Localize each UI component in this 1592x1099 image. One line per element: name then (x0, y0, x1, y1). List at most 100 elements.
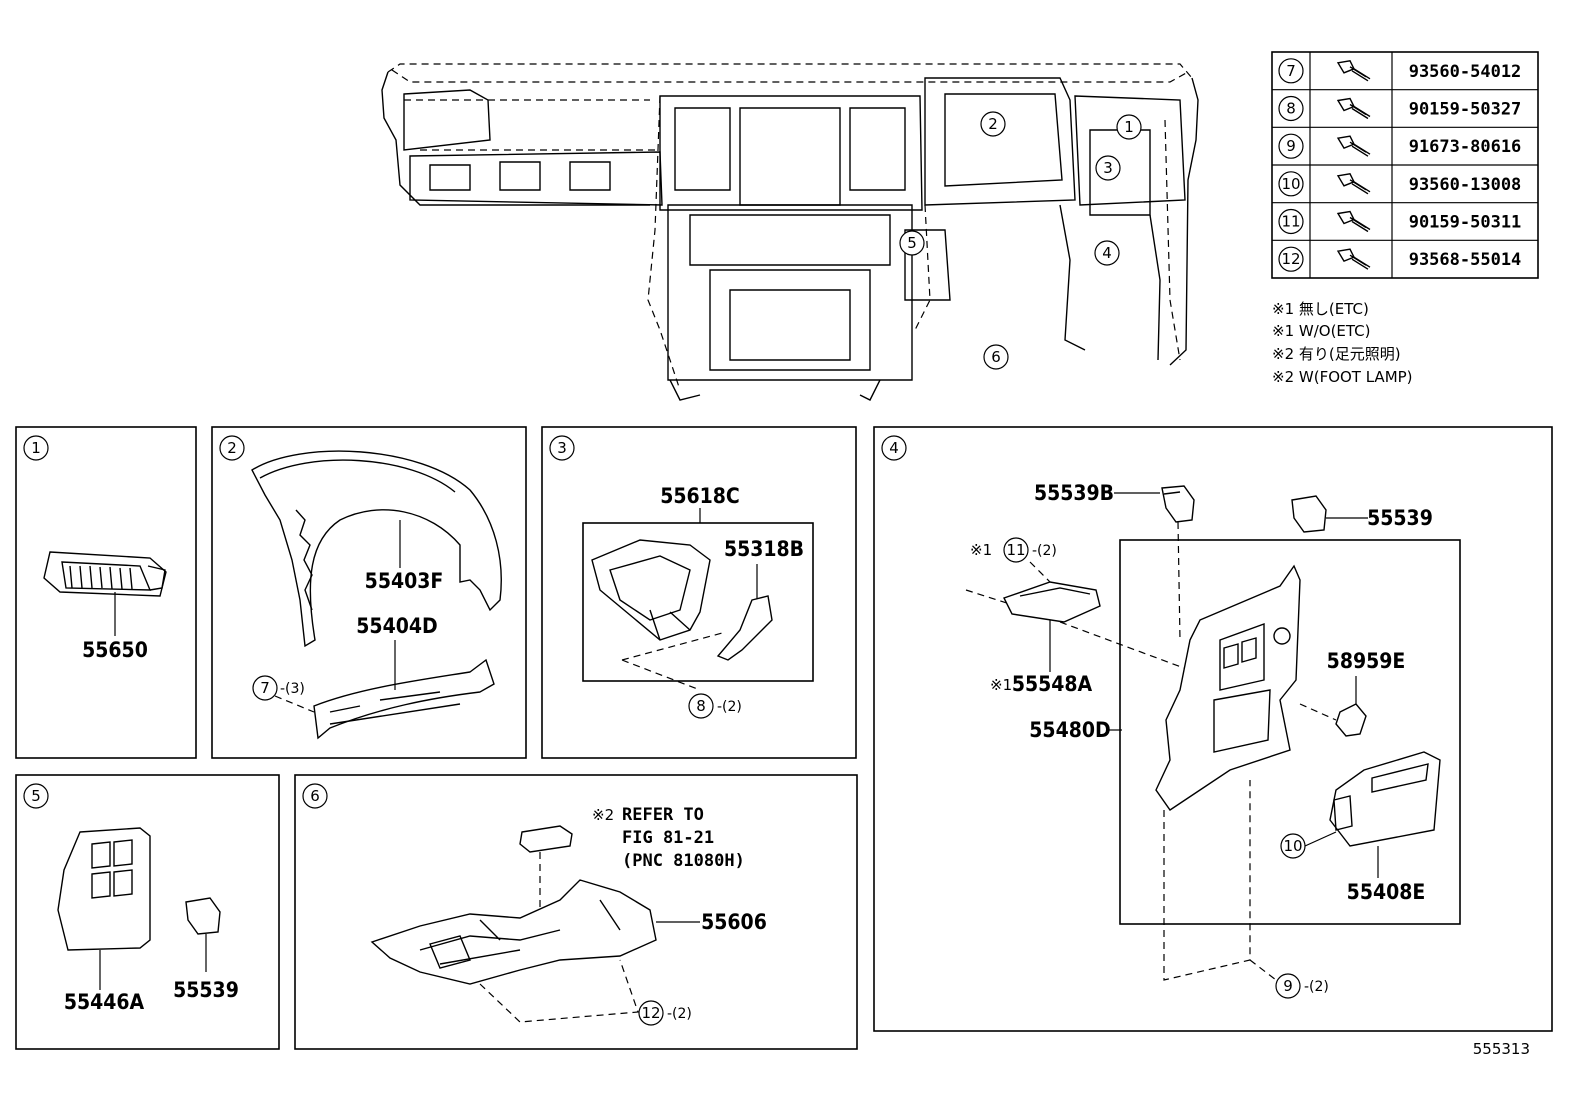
svg-text:-(2): -(2) (717, 699, 742, 715)
svg-text:11: 11 (1006, 541, 1025, 559)
svg-text:2: 2 (227, 439, 237, 457)
fastener-part-number[interactable]: 93560-13008 (1409, 175, 1522, 195)
svg-text:8: 8 (696, 697, 706, 715)
panel-1: 1 55650 (15, 426, 197, 759)
callout-6[interactable]: 6 (983, 344, 1009, 370)
callout-1[interactable]: 1 (1116, 114, 1142, 140)
hood-trim-part[interactable] (313, 658, 495, 740)
svg-text:3: 3 (1103, 159, 1113, 177)
fastener-9-callout[interactable]: 9 -(2) (1275, 973, 1329, 999)
svg-text:1: 1 (1124, 118, 1134, 136)
callout-5[interactable]: 5 (899, 230, 925, 256)
svg-text:4: 4 (1102, 244, 1112, 262)
clip-part[interactable] (716, 595, 773, 661)
pn-55618C[interactable]: 55618C (660, 484, 740, 508)
fastener-10-callout[interactable]: 10 (1280, 831, 1337, 859)
screw-icon (1336, 248, 1371, 270)
fastener-callout-number: 9 (1286, 137, 1296, 155)
switch-55539-part[interactable] (1291, 495, 1327, 533)
pn-55539[interactable]: 55539 (1367, 506, 1433, 530)
fastener-7-callout[interactable]: 7 -(3) (252, 675, 315, 713)
svg-text:9: 9 (1283, 977, 1293, 995)
note-2-jp: ※2 有り(足元照明) (1272, 345, 1401, 363)
svg-text:6: 6 (991, 348, 1001, 366)
note-1-jp: ※1 無し(ETC) (1272, 300, 1369, 318)
svg-text:10: 10 (1283, 837, 1302, 855)
svg-text:※2: ※2 (592, 806, 614, 824)
pn-55404D[interactable]: 55404D (356, 614, 437, 638)
fastener-callout-circle (1278, 246, 1304, 272)
foot-lamp-part[interactable] (519, 825, 573, 853)
fastener-part-number[interactable]: 93568-55014 (1409, 250, 1522, 270)
fastener-callout-number: 12 (1281, 250, 1300, 268)
fastener-row[interactable]: 12 93568-55014 (1278, 246, 1522, 272)
screw-icon (1336, 135, 1371, 157)
panel-5: 5 55446A 55539 (15, 774, 280, 1050)
pn-55539B[interactable]: 55539B (1034, 481, 1114, 505)
svg-text:4: 4 (889, 439, 899, 457)
panel-2: 2 55403F 55404D 7 -(3) (211, 426, 527, 759)
fastener-callout-circle (1278, 95, 1304, 122)
pn-55318B[interactable]: 55318B (724, 537, 804, 561)
fastener-12-callout[interactable]: 12 -(2) (638, 1000, 692, 1026)
fastener-part-number[interactable]: 93560-54012 (1409, 62, 1522, 82)
note-mark-11: ※1 11 -(2) (965, 537, 1201, 675)
svg-text:REFER TO: REFER TO (622, 805, 704, 825)
pn-55408E[interactable]: 55408E (1347, 880, 1426, 904)
fastener-callout-circle (1278, 133, 1304, 159)
screw-icon (1336, 173, 1371, 195)
pn-55606[interactable]: 55606 (701, 910, 767, 934)
side-vent-part[interactable] (43, 551, 167, 597)
pn-55539-p5[interactable]: 55539 (173, 978, 239, 1002)
cluster-hood-part[interactable] (251, 450, 502, 648)
figure-number: 555313 (1473, 1040, 1530, 1058)
screw-icon (1336, 97, 1371, 120)
svg-text:7: 7 (260, 679, 270, 697)
etc-bracket-part[interactable] (1003, 581, 1101, 623)
fastener-part-number[interactable]: 90159-50311 (1409, 213, 1522, 233)
fastener-callout-circle (1278, 171, 1304, 197)
svg-text:1: 1 (31, 439, 41, 457)
pn-55650[interactable]: 55650 (82, 638, 148, 662)
switch-55539-p5-part[interactable] (185, 897, 221, 935)
under-cover-part[interactable] (370, 879, 657, 985)
callout-4[interactable]: 4 (1094, 240, 1120, 266)
fastener-row[interactable]: 10 93560-13008 (1278, 171, 1522, 197)
fastener-callout-circle (1278, 208, 1304, 235)
pn-55548A[interactable]: 55548A (1012, 672, 1093, 696)
overview-callouts: 1 2 3 4 5 6 (899, 111, 1142, 370)
switch-bezel-part[interactable] (57, 827, 151, 951)
bracket-part[interactable] (591, 539, 711, 641)
panel-6: 6 ※2 REFER TO FIG 81-21 (PNC 81080H) 556… (294, 774, 858, 1050)
svg-text:FIG 81-21: FIG 81-21 (622, 828, 714, 848)
fastener-part-number[interactable]: 90159-50327 (1409, 100, 1522, 120)
switch-55539B-part[interactable] (1161, 485, 1195, 523)
svg-text:※1: ※1 (990, 676, 1012, 694)
svg-text:(PNC 81080H): (PNC 81080H) (622, 851, 745, 871)
pn-58959E[interactable]: 58959E (1327, 649, 1406, 673)
note-2-en: ※2 W(FOOT LAMP) (1272, 368, 1413, 386)
fastener-callout-circle (1278, 58, 1304, 84)
panel-4: 4 55539B 55539 ※1 11 -(2) ※1 55548A (873, 426, 1553, 1032)
fastener-callout-number: 10 (1281, 175, 1300, 193)
svg-text:-(3): -(3) (280, 681, 305, 697)
pn-55480D[interactable]: 55480D (1029, 718, 1110, 742)
pn-55403F[interactable]: 55403F (365, 569, 444, 593)
instrument-panel-overview (381, 63, 1199, 401)
fastener-8-callout[interactable]: 8 -(2) (688, 693, 742, 719)
fastener-part-number[interactable]: 91673-80616 (1409, 137, 1522, 157)
fastener-row[interactable]: 9 91673-80616 (1278, 133, 1522, 159)
pocket-55408E-part[interactable] (1329, 751, 1441, 847)
note-1-en: ※1 W/O(ETC) (1272, 322, 1371, 340)
callout-2[interactable]: 2 (980, 111, 1006, 137)
svg-text:5: 5 (31, 787, 41, 805)
screw-icon (1336, 210, 1371, 233)
lower-panel-part[interactable] (1155, 564, 1301, 811)
pn-55446A[interactable]: 55446A (64, 990, 145, 1014)
lamp-58959E-part[interactable] (1335, 703, 1367, 737)
callout-3[interactable]: 3 (1095, 155, 1121, 181)
